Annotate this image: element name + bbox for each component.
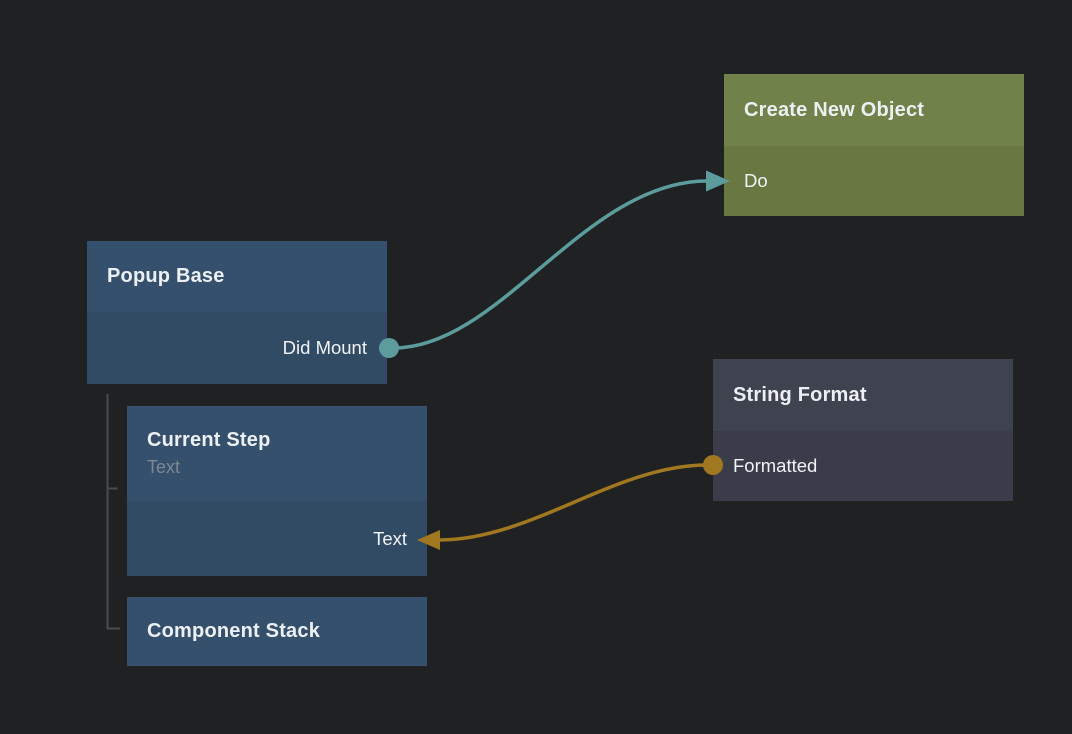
node-title: String Format bbox=[733, 383, 867, 406]
node-current-step[interactable]: Current Step Text Text bbox=[127, 406, 427, 576]
node-current-step-header: Current Step Text bbox=[127, 406, 427, 501]
connection-formatted-to-text[interactable] bbox=[438, 463, 708, 542]
node-create-new-object[interactable]: Create New Object Do bbox=[724, 74, 1024, 216]
node-popup-base-header: Popup Base bbox=[87, 241, 387, 312]
node-title: Popup Base bbox=[107, 265, 225, 287]
node-title: Current Step bbox=[147, 429, 271, 451]
node-popup-base[interactable]: Popup Base Did Mount bbox=[87, 241, 387, 384]
node-string-format[interactable]: String Format Formatted bbox=[713, 359, 1013, 501]
node-popup-base-body: Did Mount bbox=[87, 312, 387, 384]
node-string-format-body: Formatted bbox=[713, 431, 1013, 501]
node-title: Create New Object bbox=[744, 98, 925, 121]
port-formatted[interactable]: Formatted bbox=[733, 455, 818, 476]
connection-did-mount-to-do[interactable] bbox=[393, 179, 708, 350]
node-subtitle: Text bbox=[147, 457, 181, 477]
port-did-mount[interactable]: Did Mount bbox=[282, 337, 367, 358]
node-current-step-body: Text bbox=[127, 501, 427, 576]
node-string-format-header: String Format bbox=[713, 359, 1013, 431]
node-create-new-object-body: Do bbox=[724, 146, 1024, 216]
node-create-new-object-header: Create New Object bbox=[724, 74, 1024, 146]
node-component-stack[interactable]: Component Stack bbox=[127, 597, 427, 666]
node-title: Component Stack bbox=[147, 620, 321, 642]
hierarchy-line-popup-base-children bbox=[106, 394, 120, 630]
node-component-stack-header: Component Stack bbox=[127, 597, 427, 666]
port-do[interactable]: Do bbox=[744, 170, 768, 191]
port-text[interactable]: Text bbox=[373, 527, 407, 549]
